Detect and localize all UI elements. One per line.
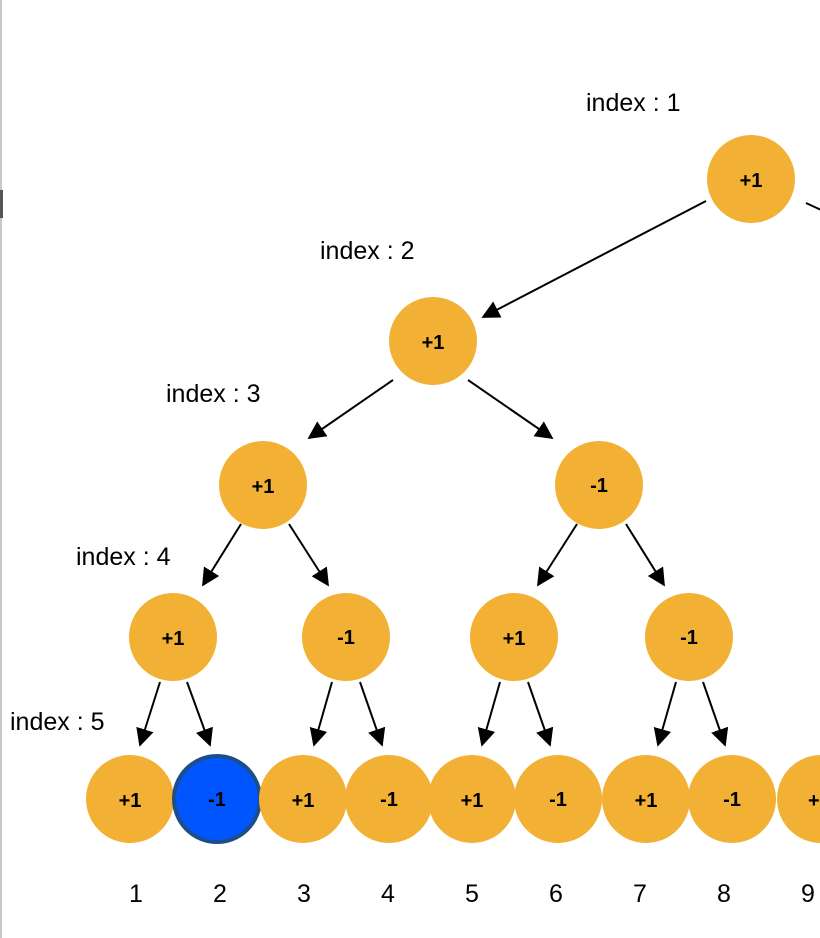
- tree-node-l2: +1: [389, 297, 477, 385]
- level-label-4: index : 4: [76, 543, 171, 571]
- window-left-edge: [0, 0, 2, 938]
- position-number: 2: [213, 880, 227, 908]
- node-value: +1: [119, 790, 142, 812]
- node-value: -1: [590, 475, 608, 497]
- edge-l4c-leaf6: [527, 681, 554, 747]
- leaf-node-2-highlighted: -1: [172, 754, 262, 844]
- edge-l4d-leaf7: [653, 681, 677, 747]
- node-value: +1: [252, 476, 275, 498]
- position-number: 1: [129, 880, 143, 908]
- node-value: +1: [422, 332, 445, 354]
- node-value: +1: [503, 628, 526, 650]
- node-value: +: [808, 790, 820, 812]
- edge-l2-l3b: [467, 379, 554, 440]
- node-value: +1: [740, 170, 763, 192]
- leaf-node-5: +1: [428, 755, 516, 843]
- position-number: 5: [465, 880, 479, 908]
- tree-node-l4b: -1: [302, 593, 390, 681]
- node-value: -1: [337, 627, 355, 649]
- edge-l4b-leaf4: [359, 681, 386, 747]
- leaf-node-4: -1: [345, 755, 433, 843]
- edge-l3b-l4c: [537, 523, 578, 587]
- edge-root-left: [481, 200, 707, 318]
- tree-node-l3a: +1: [219, 441, 307, 529]
- node-value: -1: [208, 789, 226, 811]
- edge-l3a-l4a: [202, 523, 242, 587]
- node-value: +1: [162, 628, 185, 650]
- edge-l2-l3a: [307, 379, 394, 440]
- leaf-node-8: -1: [688, 755, 776, 843]
- tree-node-l3b: -1: [555, 441, 643, 529]
- tree-node-l4c: +1: [470, 593, 558, 681]
- edge-root-right: [805, 202, 820, 211]
- position-number: 7: [633, 880, 647, 908]
- node-value: -1: [380, 789, 398, 811]
- tree-node-l4a: +1: [129, 593, 217, 681]
- leaf-node-9: +: [777, 755, 820, 843]
- edge-l4c-leaf5: [477, 681, 501, 747]
- node-value: -1: [549, 789, 567, 811]
- tree-node-l4d: -1: [645, 593, 733, 681]
- position-number: 3: [297, 880, 311, 908]
- position-number: 9: [801, 880, 815, 908]
- node-value: +1: [461, 790, 484, 812]
- level-label-1: index : 1: [586, 89, 681, 117]
- level-label-5: index : 5: [10, 708, 105, 736]
- edge-l4a-leaf2: [186, 681, 213, 747]
- edge-l3a-l4b: [288, 523, 329, 587]
- node-value: +1: [292, 790, 315, 812]
- leaf-node-6: -1: [514, 755, 602, 843]
- edge-l4d-leaf8: [702, 681, 729, 747]
- node-value: +1: [635, 790, 658, 812]
- level-label-3: index : 3: [166, 380, 261, 408]
- edge-l4b-leaf3: [309, 681, 333, 747]
- position-number: 4: [381, 880, 395, 908]
- edge-l3b-l4d: [625, 523, 665, 587]
- edge-l4a-leaf1: [136, 681, 161, 747]
- leaf-node-7: +1: [602, 755, 690, 843]
- leaf-node-1: +1: [86, 755, 174, 843]
- node-value: -1: [723, 789, 741, 811]
- leaf-node-3: +1: [259, 755, 347, 843]
- position-number: 8: [717, 880, 731, 908]
- level-label-2: index : 2: [320, 237, 415, 265]
- node-value: -1: [680, 627, 698, 649]
- position-number: 6: [549, 880, 563, 908]
- tree-node-root: +1: [707, 135, 795, 223]
- edge-mark: [0, 190, 3, 218]
